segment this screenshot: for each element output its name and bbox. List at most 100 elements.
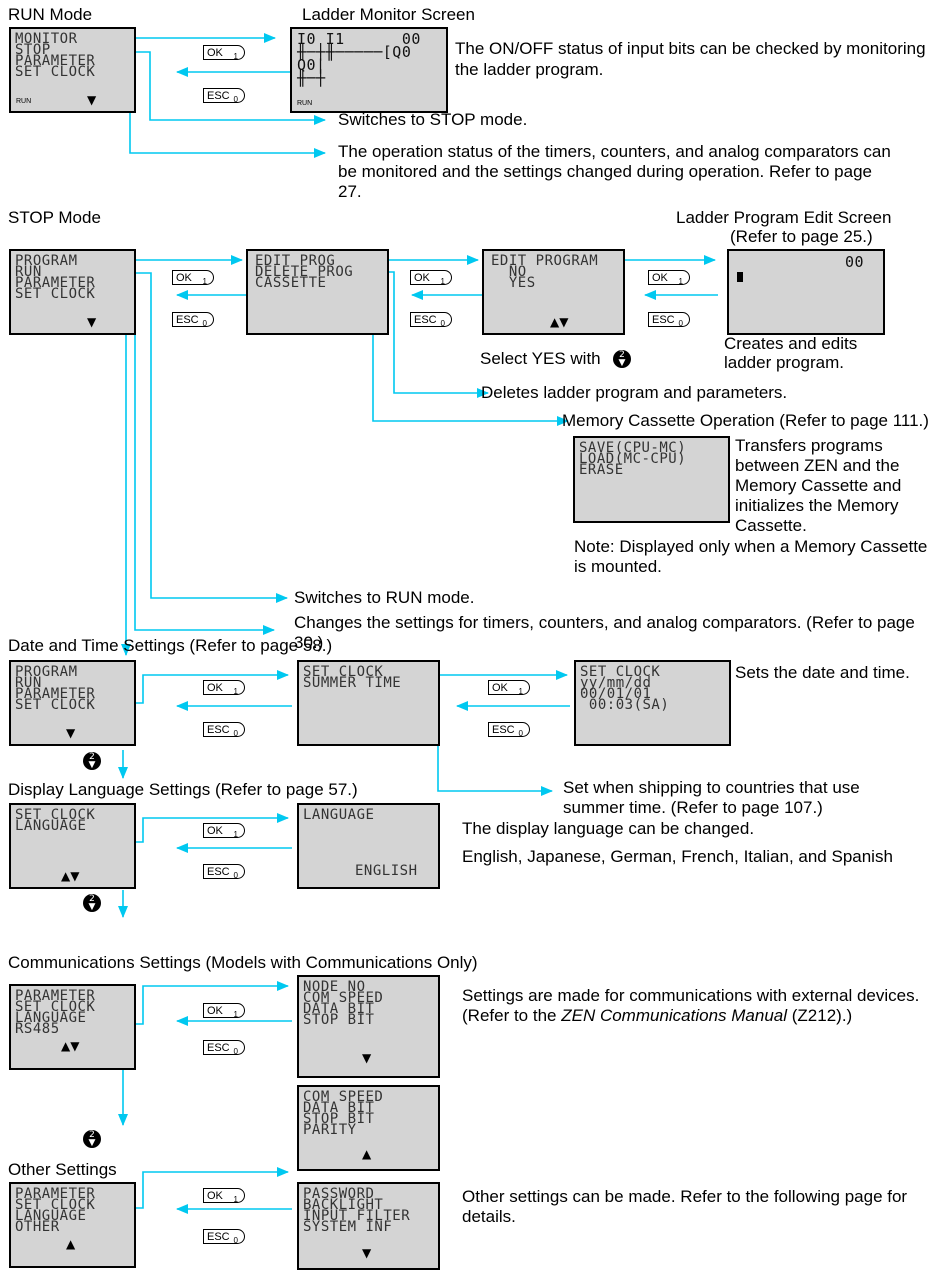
ok-key-number: 1 xyxy=(678,277,683,286)
lcd-line: NODE NO xyxy=(303,979,366,995)
run-indicator: RUN xyxy=(16,98,32,105)
ladder-edit-description: Creates and edits ladder program. xyxy=(724,334,858,372)
esc-label: ESC xyxy=(207,1231,230,1243)
scroll-down-icon: ▼ xyxy=(66,726,76,740)
lcd-line: OTHER xyxy=(15,1219,60,1235)
esc-key-number: 0 xyxy=(233,729,238,738)
ok-button[interactable]: OK 1 xyxy=(410,270,452,286)
ok-button[interactable]: OK 1 xyxy=(488,680,530,696)
scroll-down-icon: ▼ xyxy=(362,1051,372,1065)
set-clock-menu-lcd: SET CLOCK SUMMER TIME xyxy=(297,660,440,746)
comms-menu-lcd: PARAMETER SET CLOCK LANGUAGE RS485 ▲▼ xyxy=(9,984,136,1070)
lcd-line: CASSETTE xyxy=(255,275,327,291)
ok-label: OK xyxy=(492,682,508,694)
lcd-line: SET CLOCK xyxy=(15,1197,96,1213)
ok-key-number: 1 xyxy=(518,687,523,696)
down-key-arrow: ▼ xyxy=(88,1138,96,1148)
scroll-up-icon: ▲ xyxy=(362,1147,372,1161)
other-settings-lcd: PASSWORD BACKLIGHT INPUT FILTER SYSTEM I… xyxy=(297,1182,440,1270)
comms-description: Settings are made for communications wit… xyxy=(462,986,932,1026)
lcd-line: RS485 xyxy=(15,1021,60,1037)
lcd-line: DATA BIT xyxy=(303,1100,375,1116)
lcd-line: I0 I1 00 xyxy=(297,30,421,48)
lcd-line: DATA BIT xyxy=(303,1001,375,1017)
esc-key-number: 0 xyxy=(233,1236,238,1245)
lcd-line: STOP xyxy=(15,42,51,58)
lcd-line: STOP BIT xyxy=(303,1111,375,1127)
ok-label: OK xyxy=(207,1005,223,1017)
ok-label: OK xyxy=(176,272,192,284)
lcd-line: COM SPEED xyxy=(303,1089,384,1105)
esc-label: ESC xyxy=(176,314,199,326)
lcd-line: ERASE xyxy=(579,462,624,478)
language-lcd: LANGUAGE ENGLISH xyxy=(297,803,440,889)
scroll-updown-icon: ▲▼ xyxy=(61,1039,80,1053)
down-key-number: 2 xyxy=(89,1130,95,1140)
lcd-line: EDIT PROG xyxy=(255,253,336,269)
esc-key-number: 0 xyxy=(202,319,207,328)
stop-mode-title: STOP Mode xyxy=(8,208,101,227)
down-key-arrow: ▼ xyxy=(88,760,96,770)
comms-manual-title: ZEN Communications Manual xyxy=(561,1006,788,1025)
delete-description: Deletes ladder program and parameters. xyxy=(481,383,788,402)
run-mode-description: Switches to RUN mode. xyxy=(294,588,475,607)
run-mode-title: RUN Mode xyxy=(8,5,93,24)
esc-label: ESC xyxy=(492,724,515,736)
ok-key-number: 1 xyxy=(233,52,238,61)
lcd-line: PARAMETER xyxy=(15,1186,96,1202)
speed-settings-lcd: COM SPEED DATA BIT STOP BIT PARITY ▲ xyxy=(297,1085,440,1171)
lcd-line: 00:03(SA) xyxy=(580,697,670,713)
ok-key-number: 1 xyxy=(233,1195,238,1204)
scroll-down-icon: ▼ xyxy=(362,1246,372,1260)
lcd-line: MONITOR xyxy=(15,31,78,47)
date-time-title: Date and Time Settings (Refer to page 58… xyxy=(8,636,333,655)
ok-button[interactable]: OK 1 xyxy=(203,45,245,61)
lcd-line: SET CLOCK xyxy=(15,807,96,823)
ok-label: OK xyxy=(652,272,668,284)
comms-desc-text: Settings are made for communications wit… xyxy=(462,986,920,1025)
cassette-note: Note: Displayed only when a Memory Casse… xyxy=(574,537,928,576)
other-title: Other Settings xyxy=(8,1160,117,1179)
comms-title: Communications Settings (Models with Com… xyxy=(8,953,478,972)
lcd-line: SET CLOCK xyxy=(15,999,96,1015)
lcd-line: INPUT FILTER xyxy=(303,1208,411,1224)
esc-key-number: 0 xyxy=(233,95,238,104)
down-key-icon: 2▼ xyxy=(613,350,631,368)
lcd-line: ╫─┼╫─────[Q0 xyxy=(297,43,412,61)
run-parameter-description: The operation status of the timers, coun… xyxy=(338,142,891,201)
lcd-line: SET CLOCK xyxy=(15,64,96,80)
run-mode-lcd: MONITOR STOP PARAMETER SET CLOCK RUN ▼ xyxy=(9,27,136,113)
lcd-line: BACKLIGHT xyxy=(303,1197,384,1213)
select-yes-text: Select YES with xyxy=(480,349,601,368)
esc-key-number: 0 xyxy=(440,319,445,328)
ok-label: OK xyxy=(414,272,430,284)
lcd-line: 00 xyxy=(845,253,865,271)
ok-key-number: 1 xyxy=(440,277,445,286)
other-description: Other settings can be made. Refer to the… xyxy=(462,1187,908,1226)
esc-label: ESC xyxy=(414,314,437,326)
ladder-monitor-description: The ON/OFF status of input bits can be c… xyxy=(455,39,926,79)
lcd-line: LANGUAGE xyxy=(15,1010,87,1026)
cursor-block xyxy=(737,272,743,282)
ok-button[interactable]: OK 1 xyxy=(648,270,690,286)
ladder-edit-lcd: 00 xyxy=(727,249,885,335)
date-time-lcd: PROGRAM RUN PARAMETER SET CLOCK ▼ xyxy=(9,660,136,746)
ok-label: OK xyxy=(207,47,223,59)
ladder-edit-ref: (Refer to page 25.) xyxy=(730,227,873,246)
language-list: English, Japanese, German, French, Itali… xyxy=(462,847,893,866)
